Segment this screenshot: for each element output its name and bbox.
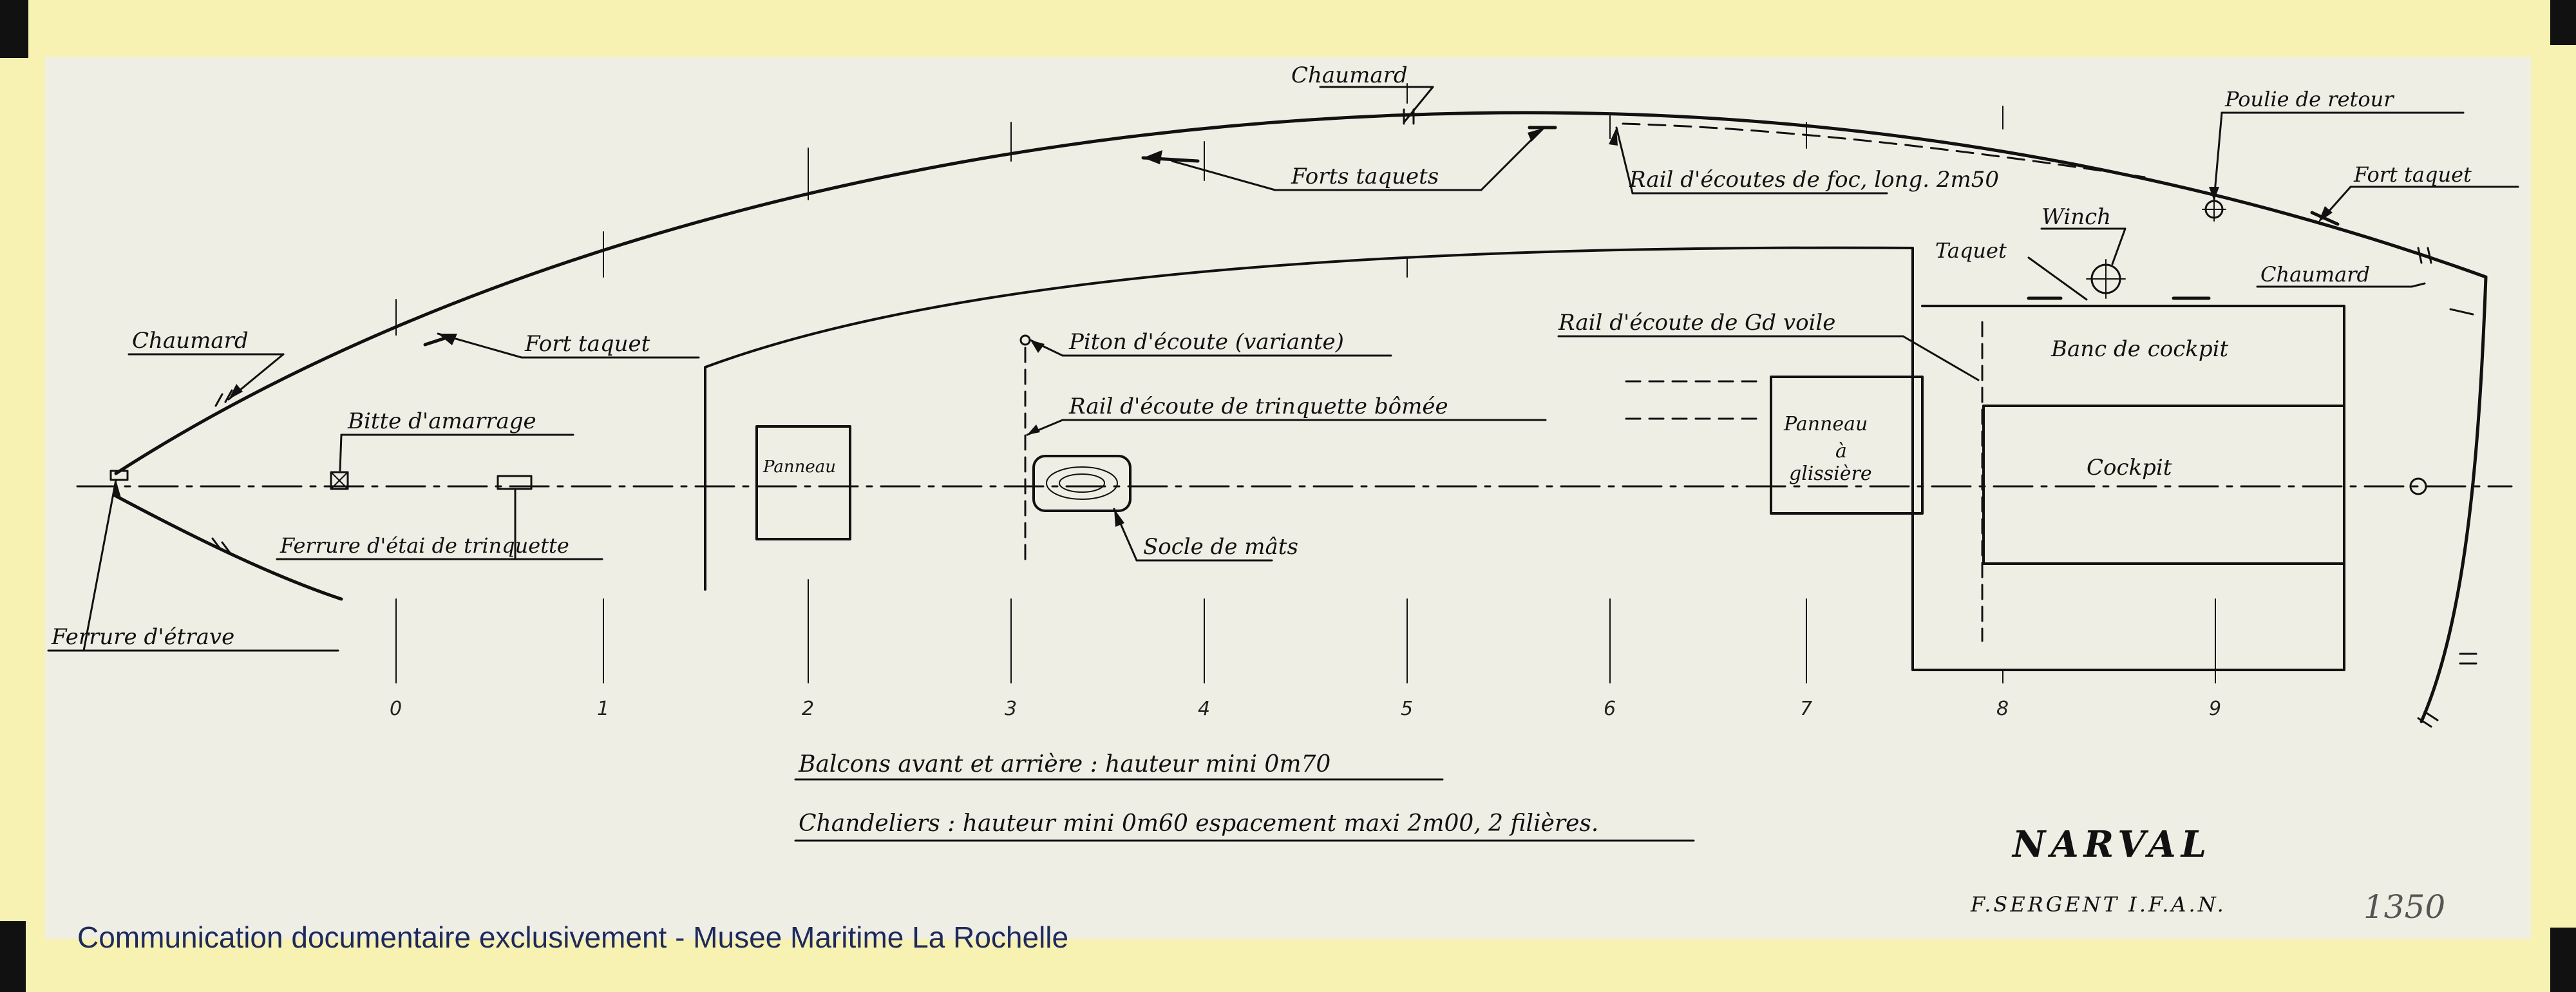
station-lines [395, 83, 2216, 683]
museum-credit: Communication documentaire exclusivement… [77, 920, 1069, 954]
fairlead-mark [211, 537, 222, 550]
label-panneau-glissiere-2: à [1835, 440, 1847, 463]
label-poulie-retour: Poulie de retour [2224, 87, 2394, 111]
station-number: 1 [597, 698, 609, 720]
corner-clip [2550, 928, 2576, 992]
fairlead-mark [2417, 717, 2432, 728]
cockpit-outline [1982, 405, 2345, 565]
fairlead-mark [2427, 247, 2432, 264]
label-banc-cockpit: Banc de cockpit [2050, 336, 2228, 362]
drawing-author: F.SERGENT I.F.A.N. [1970, 892, 2226, 917]
stern-fitting [2409, 477, 2427, 495]
sliding-hatch [1770, 376, 1924, 515]
label-ferrure-etrave: Ferrure d'étrave [51, 624, 234, 650]
corner-clip [0, 0, 28, 58]
label-chaumard-right: Chaumard [2260, 262, 2370, 287]
station-number: 6 [1604, 698, 1616, 720]
label-panneau: Panneau [762, 457, 836, 477]
fairlead-mark [2423, 711, 2439, 721]
sheet-number: 1350 [2363, 888, 2445, 926]
mooring-bitt-cross [330, 472, 348, 490]
label-chaumard-top: Chaumard [1291, 62, 1408, 88]
corner-clip [0, 921, 26, 992]
label-panneau-glissiere-3: glissière [1789, 463, 1872, 485]
label-ferrure-etai: Ferrure d'étai de trinquette [279, 533, 569, 558]
fairlead-mark [224, 389, 233, 403]
cabin-outline [704, 246, 2345, 671]
station-number: 7 [1800, 698, 1812, 720]
cleat [2310, 211, 2340, 226]
label-rail-ecoutes-foc: Rail d'écoutes de foc, long. 2m50 [1629, 167, 1999, 193]
label-socle-mats: Socle de mâts [1143, 534, 1298, 560]
station-number: 5 [1401, 698, 1413, 720]
label-bitte-amarrage: Bitte d'amarrage [347, 408, 536, 434]
label-rail-tinquette: Rail d'écoute de trinquette bômée [1068, 394, 1448, 419]
label-cockpit: Cockpit [2087, 455, 2172, 481]
label-panneau-glissiere-1: Panneau [1783, 413, 1868, 435]
paper-sheet [45, 57, 2531, 939]
fairlead-mark [2417, 247, 2423, 264]
station-number: 9 [2209, 698, 2221, 720]
label-rail-ecoute-gv: Rail d'écoute de Gd voile [1558, 310, 1835, 336]
mooring-bitt [330, 471, 349, 490]
forward-hatch [755, 425, 851, 540]
corner-clip [2550, 0, 2576, 45]
mast-step-detail [1046, 466, 1118, 500]
arrowheads [112, 128, 2333, 527]
label-winch: Winch [2041, 204, 2111, 230]
label-fort-taquet-right: Fort taquet [2353, 162, 2472, 187]
label-piton-ecoute: Piton d'écoute (variante) [1068, 329, 1344, 355]
mast-step-detail [1059, 473, 1105, 493]
drawing-title: NARVAL [2011, 823, 2211, 866]
mast-step [1032, 455, 1132, 512]
label-forts-taquets: Forts taquets [1291, 164, 1439, 189]
station-number: 2 [802, 698, 814, 720]
note-chandeliers: Chandeliers : hauteur mini 0m60 espaceme… [799, 810, 1598, 837]
station-number: 3 [1005, 698, 1017, 720]
hull-outline-upper [114, 111, 2488, 475]
station-number: 4 [1198, 698, 1210, 720]
note-balcons: Balcons avant et arrière : hauteur mini … [798, 751, 1331, 777]
station-number: 0 [390, 698, 402, 720]
hull-outline-lower [114, 494, 343, 601]
station-numbers: 0 1 2 3 4 5 6 7 8 9 [390, 698, 2221, 720]
hull-transom [2420, 275, 2488, 723]
fairlead-mark [214, 393, 223, 407]
fairlead-mark [2449, 308, 2474, 316]
fairlead-mark [221, 541, 231, 554]
station-number: 8 [1996, 698, 2009, 720]
jib-sheet-track [1622, 122, 2146, 178]
label-chaumard-left: Chaumard [132, 328, 249, 354]
stem-fitting [109, 470, 129, 481]
label-fort-taquet-left: Fort taquet [524, 331, 650, 357]
label-taquet: Taquet [1935, 238, 2007, 263]
